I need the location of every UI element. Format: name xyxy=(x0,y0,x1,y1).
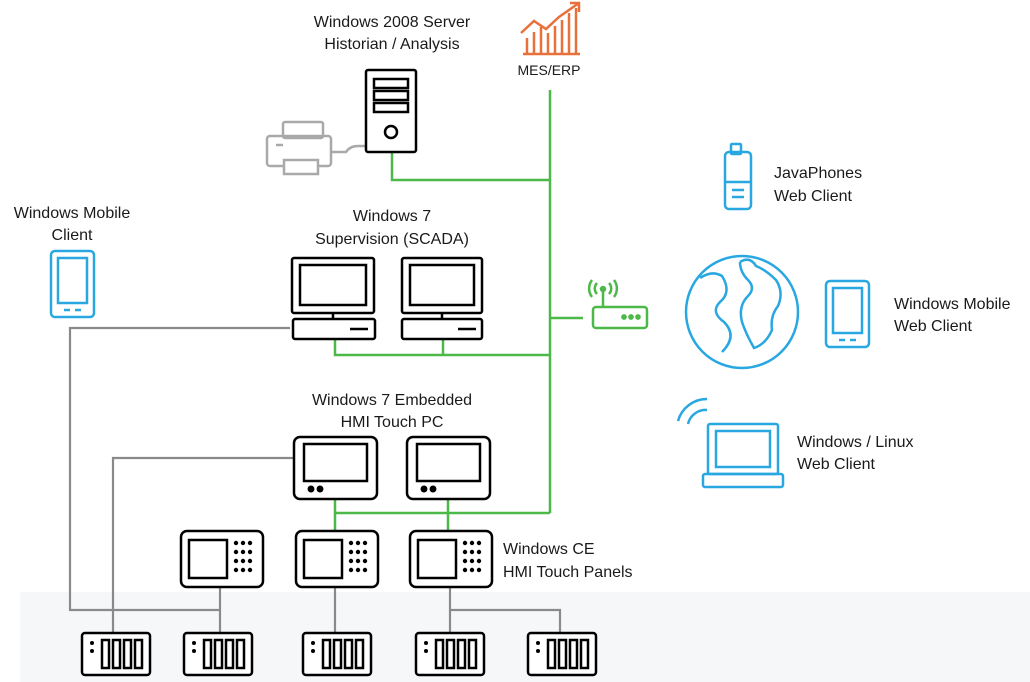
embedded-label-line1: Windows 7 Embedded xyxy=(312,392,472,409)
scada-link-line xyxy=(333,340,550,357)
touch-panel-icon-1 xyxy=(179,529,265,589)
plc-io-module-icon-1 xyxy=(80,631,152,677)
panel3-to-plc-line xyxy=(448,587,562,635)
mobile-client-tablet-icon xyxy=(49,249,96,319)
server-link-line xyxy=(390,152,550,182)
touch-pc-icon-1 xyxy=(292,435,379,501)
bottom-ground-strip xyxy=(20,592,1030,682)
scada-label-line1: Windows 7 xyxy=(353,208,431,225)
javaphones-label-line2: Web Client xyxy=(774,188,853,205)
mobile-client-label-line1: Windows Mobile xyxy=(14,205,131,222)
plc-modules-group xyxy=(80,631,598,677)
touch-panels-group xyxy=(179,529,494,589)
plc-io-module-icon-4 xyxy=(414,631,486,677)
mobile-web-label-line1: Windows Mobile xyxy=(894,296,1011,313)
plc-io-module-icon-5 xyxy=(526,631,598,677)
ce-label-line2: HMI Touch Panels xyxy=(503,564,633,581)
bar-chart-trend-icon xyxy=(520,1,581,56)
ethernet-network-links xyxy=(333,90,583,530)
scada-label-line2: Supervision (SCADA) xyxy=(315,231,469,248)
javaphones-label-line1: JavaPhones xyxy=(774,165,862,182)
embedded-link-line xyxy=(333,500,550,515)
ce-label-line1: Windows CE xyxy=(503,541,595,558)
server-label-line1: Windows 2008 Server xyxy=(314,14,471,31)
scada-pc-2 xyxy=(400,256,484,341)
touch-panel-icon-3 xyxy=(408,529,494,589)
laptop-icon xyxy=(676,397,785,489)
labels: Windows 2008 Server Historian / Analysis… xyxy=(14,14,1011,581)
printer-icon xyxy=(265,120,366,176)
winlinux-label-line2: Web Client xyxy=(797,456,876,473)
mobile-phone-icon xyxy=(723,142,753,211)
scada-pc-1 xyxy=(290,256,377,341)
touch-panel-icon-2 xyxy=(294,529,380,589)
globe-icon xyxy=(684,254,800,370)
mes-label: MES/ERP xyxy=(517,62,580,78)
embedded-to-plc-line xyxy=(111,456,295,635)
mobile-client-label-line2: Client xyxy=(52,227,93,244)
fieldbus-links xyxy=(68,326,562,635)
touch-pc-icon-2 xyxy=(405,435,492,501)
scada-to-plc-line xyxy=(68,326,290,612)
plc-io-module-icon-2 xyxy=(182,631,254,677)
winlinux-label-line1: Windows / Linux xyxy=(797,434,914,451)
server-tower-icon xyxy=(364,68,418,154)
tablet-icon xyxy=(824,279,871,349)
mobile-web-label-line2: Web Client xyxy=(894,318,973,335)
wifi-router-icon xyxy=(587,279,649,330)
plc-io-module-icon-3 xyxy=(301,631,373,677)
server-label-line2: Historian / Analysis xyxy=(324,36,459,53)
embedded-label-line2: HMI Touch PC xyxy=(341,414,444,431)
